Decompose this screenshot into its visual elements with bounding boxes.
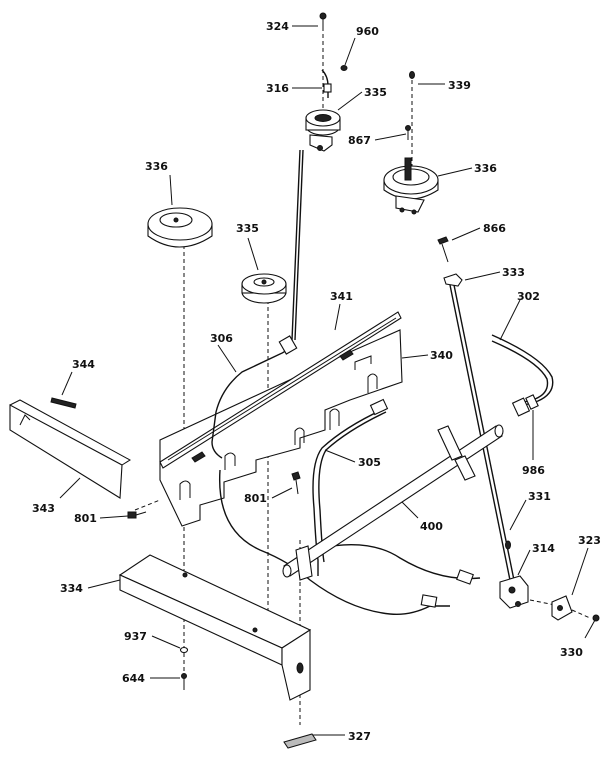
labels: 324 960 316 335 339 867 336 336 335 866 … xyxy=(32,20,601,743)
label-866: 866 xyxy=(483,222,506,235)
plate-327 xyxy=(283,733,317,749)
orifice-316 xyxy=(321,69,332,98)
panel-343 xyxy=(9,399,131,499)
screw-801-right xyxy=(291,471,301,495)
washer-937 xyxy=(179,646,189,654)
label-314: 314 xyxy=(532,542,555,555)
label-302: 302 xyxy=(517,290,540,303)
wire-left xyxy=(218,469,481,616)
label-333: 333 xyxy=(502,266,525,279)
label-960: 960 xyxy=(356,25,379,38)
leader-lines xyxy=(59,25,596,736)
label-335-top: 335 xyxy=(364,86,387,99)
label-324: 324 xyxy=(266,20,289,33)
burner-336-left xyxy=(147,207,213,248)
label-335-middle: 335 xyxy=(236,222,259,235)
label-937: 937 xyxy=(124,630,147,643)
label-801-right: 801 xyxy=(244,492,267,505)
strip-344 xyxy=(50,397,77,409)
screw-330 xyxy=(592,614,600,622)
label-341: 341 xyxy=(330,290,353,303)
screw-324 xyxy=(319,12,327,30)
label-323: 323 xyxy=(578,534,601,547)
bracket-323 xyxy=(551,595,573,621)
burner-335-middle xyxy=(241,273,287,304)
label-801-left: 801 xyxy=(74,512,97,525)
shield-340 xyxy=(159,329,403,527)
label-305: 305 xyxy=(358,456,381,469)
label-316: 316 xyxy=(266,82,289,95)
label-327: 327 xyxy=(348,730,371,743)
burner-336-right xyxy=(383,157,439,215)
label-330: 330 xyxy=(560,646,583,659)
screw-644 xyxy=(181,673,187,690)
label-306: 306 xyxy=(210,332,233,345)
label-336-left: 336 xyxy=(145,160,168,173)
label-400: 400 xyxy=(420,520,443,533)
manifold-400 xyxy=(282,424,504,581)
label-336-right: 336 xyxy=(474,162,497,175)
label-343: 343 xyxy=(32,502,55,515)
tube-302 xyxy=(491,334,554,417)
label-986: 986 xyxy=(522,464,545,477)
valve-314 xyxy=(499,575,529,609)
screw-867 xyxy=(405,125,411,140)
bar-341 xyxy=(159,311,402,469)
burner-335-top xyxy=(305,109,341,152)
bracket-334 xyxy=(118,554,312,701)
clip-333 xyxy=(443,273,463,287)
clip-960 xyxy=(340,65,348,71)
label-644: 644 xyxy=(122,672,145,685)
screw-866 xyxy=(437,236,449,263)
label-331: 331 xyxy=(528,490,551,503)
screw-339 xyxy=(409,71,415,79)
label-340: 340 xyxy=(430,349,453,362)
label-867: 867 xyxy=(348,134,371,147)
label-334: 334 xyxy=(60,582,83,595)
label-344: 344 xyxy=(72,358,95,371)
tube-306 xyxy=(211,149,304,459)
screw-801-left xyxy=(127,511,147,519)
label-339: 339 xyxy=(448,79,471,92)
